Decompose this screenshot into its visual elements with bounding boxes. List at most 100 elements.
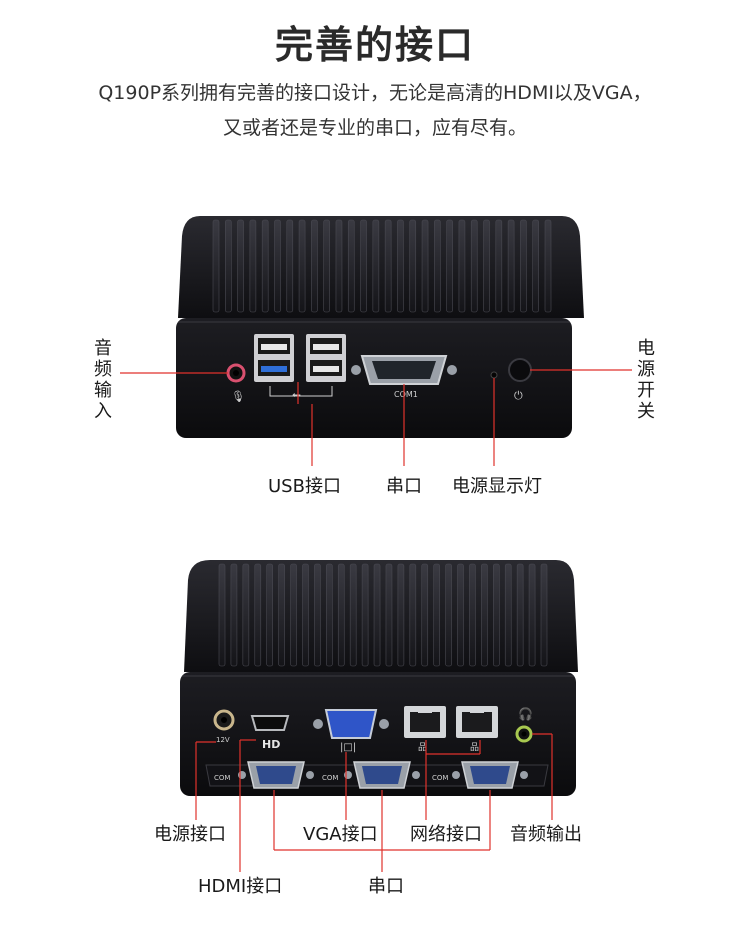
label-network: 网络接口 — [410, 824, 482, 845]
heatsink-fin — [261, 219, 269, 313]
heatsink-fin — [446, 219, 453, 313]
heatsink-fin — [385, 563, 393, 667]
heatsink-fin — [507, 219, 515, 313]
vga-icon: |□| — [340, 742, 356, 753]
heatsink-fin — [290, 563, 297, 667]
heatsink-fin — [360, 219, 367, 313]
heatsink-fin — [397, 219, 404, 313]
dc-12v-label: 12V — [216, 736, 230, 744]
heatsink-fin — [445, 563, 452, 667]
heatsink-fin — [384, 219, 392, 313]
heatsink-fin — [421, 563, 429, 667]
subtitle-line-1: Q190P系列拥有完善的接口设计，无论是高清的HDMI以及VGA， — [98, 82, 652, 104]
heatsink-fin — [433, 563, 440, 667]
heatsink-fin — [469, 563, 476, 667]
heatsink-fin — [347, 219, 355, 313]
heatsink-fin — [540, 563, 548, 667]
hdmi-port: HD — [250, 715, 290, 751]
mic-icon: 🎙 — [231, 390, 245, 403]
label-audio-out: 音频输出 — [510, 824, 582, 845]
heatsink-fin — [372, 219, 380, 313]
heatsink-fin — [528, 563, 536, 667]
heatsink-fin — [278, 563, 285, 667]
heatsink-fin — [224, 219, 232, 313]
heatsink-fin — [311, 219, 318, 313]
label-usb: USB接口 — [268, 476, 341, 497]
heatsink-fin — [337, 563, 345, 667]
heatsink-fins — [212, 219, 552, 313]
heatsink-fin — [302, 563, 309, 667]
heatsink-fin — [286, 219, 294, 313]
label-power-led: 电源显示灯 — [452, 476, 542, 497]
label-front-serial: 串口 — [386, 476, 422, 497]
heatsink-fin — [361, 563, 369, 667]
heatsink-fin — [242, 563, 250, 667]
front-leader-lines — [120, 369, 632, 466]
svg-text:COM: COM — [322, 774, 338, 782]
vga-port: |□| — [313, 709, 389, 753]
heatsink-fin — [298, 219, 306, 313]
page-title: 完善的接口 — [274, 23, 475, 67]
rear-device: 12V HD |□| 品 品 🎧 — [180, 560, 578, 872]
network-icon-2: 品 — [470, 742, 479, 753]
heatsink-fin — [421, 219, 429, 313]
front-serial-port: COM1 — [351, 355, 457, 399]
heatsink-fin — [458, 219, 466, 313]
rear-serial-ports: COM COM COM — [205, 761, 549, 789]
subtitle-line-2: 又或者还是专业的串口，应有尽有。 — [222, 117, 527, 139]
heatsink-fin — [254, 563, 262, 667]
front-device: 🎙 ⭠ COM1 — [120, 216, 632, 466]
heatsink-fin — [335, 219, 343, 313]
label-power-switch: 电源开关 — [637, 338, 655, 422]
label-vga: VGA接口 — [303, 824, 378, 845]
front-com-label: COM1 — [394, 390, 418, 399]
power-led — [490, 371, 498, 379]
heatsink-fin — [218, 563, 226, 667]
heatsink-fin — [457, 563, 464, 667]
audio-out-jack: 🎧 — [515, 707, 533, 743]
heatsink-fin — [504, 563, 512, 667]
heatsink-fin — [212, 219, 220, 313]
usb-icon: ⭠ — [292, 388, 301, 401]
heatsink-fin — [544, 219, 552, 313]
heatsink-fin — [266, 563, 274, 667]
hdmi-hd-label: HD — [262, 738, 280, 751]
heatsink-fin — [483, 219, 490, 313]
usb-ports: ⭠ — [254, 334, 346, 401]
rear-heatsink-fins — [218, 563, 548, 667]
audio-in-jack: 🎙 — [226, 363, 246, 403]
heatsink-fin — [274, 219, 281, 313]
svg-text:COM: COM — [214, 774, 230, 782]
heatsink-fin — [237, 219, 244, 313]
heatsink-fin — [516, 563, 524, 667]
label-rear-serial: 串口 — [368, 876, 404, 897]
label-audio-in: 音频输入 — [94, 338, 112, 422]
headphone-icon: 🎧 — [518, 707, 533, 721]
heatsink-fin — [520, 219, 527, 313]
dc-power-jack: 12V — [213, 709, 235, 744]
heatsink-fin — [323, 219, 330, 313]
heatsink-fin — [495, 219, 503, 313]
heatsink-fin — [409, 563, 417, 667]
rear-leader-lines — [195, 733, 553, 872]
heatsink-fin — [397, 563, 405, 667]
heatsink-fin — [409, 219, 417, 313]
ethernet-ports: 品 品 — [404, 706, 498, 753]
label-hdmi: HDMI接口 — [198, 876, 283, 897]
heatsink-fin — [326, 563, 333, 667]
power-icon: ⏻ — [514, 389, 523, 402]
heatsink-fin — [481, 563, 488, 667]
heatsink-fin — [249, 219, 257, 313]
heatsink-fin — [470, 219, 478, 313]
heatsink-fin — [314, 563, 321, 667]
svg-text:COM: COM — [432, 774, 448, 782]
heatsink-fin — [230, 563, 238, 667]
heatsink-fin — [532, 219, 540, 313]
heatsink-fin — [434, 219, 441, 313]
heatsink-fin — [492, 563, 500, 667]
heatsink-fin — [349, 563, 357, 667]
network-icon-1: 品 — [418, 742, 427, 753]
heatsink-fin — [373, 563, 381, 667]
label-power-port: 电源接口 — [154, 824, 226, 845]
